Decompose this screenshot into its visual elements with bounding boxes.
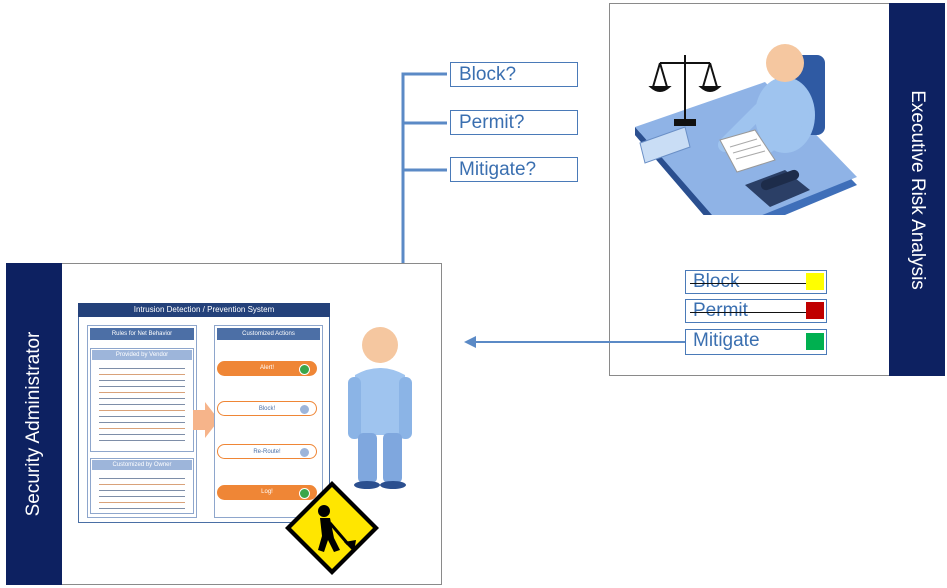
rule-line (99, 368, 185, 369)
rule-line (99, 386, 185, 387)
question-connector (401, 72, 447, 263)
rule-line (99, 422, 185, 423)
actions-header: Customized Actions (217, 328, 320, 340)
rule-line (99, 404, 185, 405)
name-plate (639, 126, 691, 164)
admin-torso (352, 368, 408, 435)
alert-status-dot (299, 364, 310, 375)
rule-line (99, 484, 185, 485)
executive-head (766, 44, 804, 82)
security-administrator-figure (348, 327, 412, 489)
permit-color-swatch (806, 302, 824, 319)
telephone-icon (745, 169, 810, 207)
scales-of-justice-icon (648, 55, 722, 126)
action-reroute: Re-Route! (217, 444, 317, 459)
rule-line (99, 508, 185, 509)
decision-permit: Permit (685, 299, 827, 323)
decision-block: Block (685, 270, 827, 294)
question-block: Block? (450, 62, 578, 87)
vendor-rules-box (90, 348, 194, 452)
rule-line (99, 398, 185, 399)
rule-line (99, 496, 185, 497)
reroute-status-dot (299, 447, 310, 458)
question-permit: Permit? (450, 110, 578, 135)
admin-title: Security Administrator (23, 331, 44, 517)
rules-header: Rules for Net Behavior (90, 328, 194, 340)
decision-mitigate: Mitigate (685, 329, 827, 355)
vendor-rules-header: Provided by Vendor (92, 350, 192, 360)
question-mitigate: Mitigate? (450, 157, 578, 182)
block-color-swatch (806, 273, 824, 290)
owner-rules-header: Customized by Owner (92, 460, 192, 470)
admin-head (362, 327, 398, 363)
mitigate-color-swatch (806, 333, 824, 350)
block-status-dot (299, 404, 310, 415)
papers (719, 129, 776, 173)
rule-line (99, 434, 185, 435)
executive-title-bar (889, 3, 945, 376)
rule-line (99, 410, 185, 411)
executive-title: Executive Risk Analysis (907, 89, 928, 290)
rule-line (99, 392, 185, 393)
decision-arrow (464, 336, 685, 348)
ids-title: Intrusion Detection / Prevention System (78, 303, 330, 317)
rule-line (99, 502, 185, 503)
action-block: Block! (217, 401, 317, 416)
log-status-dot (299, 488, 310, 499)
rule-line (99, 380, 185, 381)
executive-body (755, 77, 815, 153)
executive-at-desk-illustration (635, 44, 857, 215)
action-log: Log! (217, 485, 317, 500)
men-at-work-sign-icon (285, 481, 379, 575)
admin-title-bar (6, 263, 62, 585)
rule-line (99, 440, 185, 441)
rule-line (99, 490, 185, 491)
action-alert: Alert! (217, 361, 317, 376)
rules-to-actions-arrow (193, 402, 219, 438)
rule-line (99, 416, 185, 417)
rule-line (99, 478, 185, 479)
rule-line (99, 428, 185, 429)
rule-line (99, 374, 185, 375)
